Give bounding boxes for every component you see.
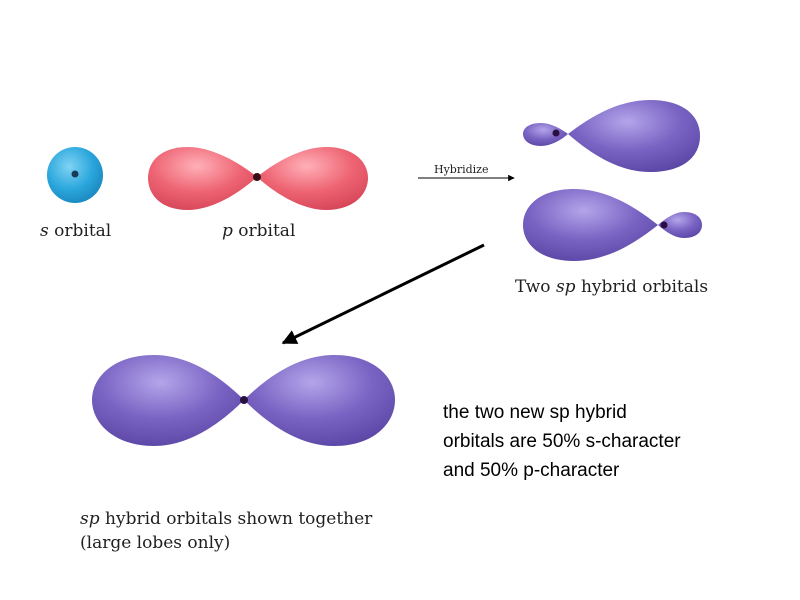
p-orbital-label: p orbital bbox=[222, 221, 295, 241]
p-orbital-left-lobe bbox=[148, 147, 257, 210]
together-label-line2: (large lobes only) bbox=[80, 533, 230, 553]
sp-upper-large-lobe bbox=[568, 100, 700, 172]
note-line-3: and 50% p-character bbox=[443, 460, 620, 481]
together-nucleus bbox=[240, 396, 248, 404]
sp-hybrid-orbital-lower bbox=[523, 189, 702, 261]
two-sp-hybrid-label: Two sp hybrid orbitals bbox=[515, 277, 708, 297]
hybridize-label: Hybridize bbox=[434, 163, 489, 176]
together-left-lobe bbox=[92, 355, 244, 446]
sp-lower-small-lobe bbox=[658, 212, 702, 238]
pointer-arrow bbox=[281, 243, 485, 345]
sp-upper-small-lobe bbox=[523, 123, 568, 146]
p-orbital bbox=[148, 147, 368, 210]
sp-orbitals-together bbox=[92, 355, 395, 446]
sp-upper-nucleus bbox=[552, 129, 560, 137]
sp-lower-large-lobe bbox=[523, 189, 658, 261]
together-label-line1: sp hybrid orbitals shown together bbox=[80, 509, 373, 529]
p-orbital-nucleus bbox=[253, 173, 261, 181]
s-orbital-nucleus bbox=[71, 170, 79, 178]
p-orbital-right-lobe bbox=[257, 147, 368, 210]
note-line-1: the two new sp hybrid bbox=[443, 402, 627, 423]
sp-hybrid-orbital-upper bbox=[523, 100, 700, 172]
note-line-2: orbitals are 50% s-character bbox=[443, 431, 681, 452]
sp-lower-nucleus bbox=[660, 221, 668, 229]
together-right-lobe bbox=[244, 355, 395, 446]
s-orbital-label: s orbital bbox=[40, 221, 111, 241]
